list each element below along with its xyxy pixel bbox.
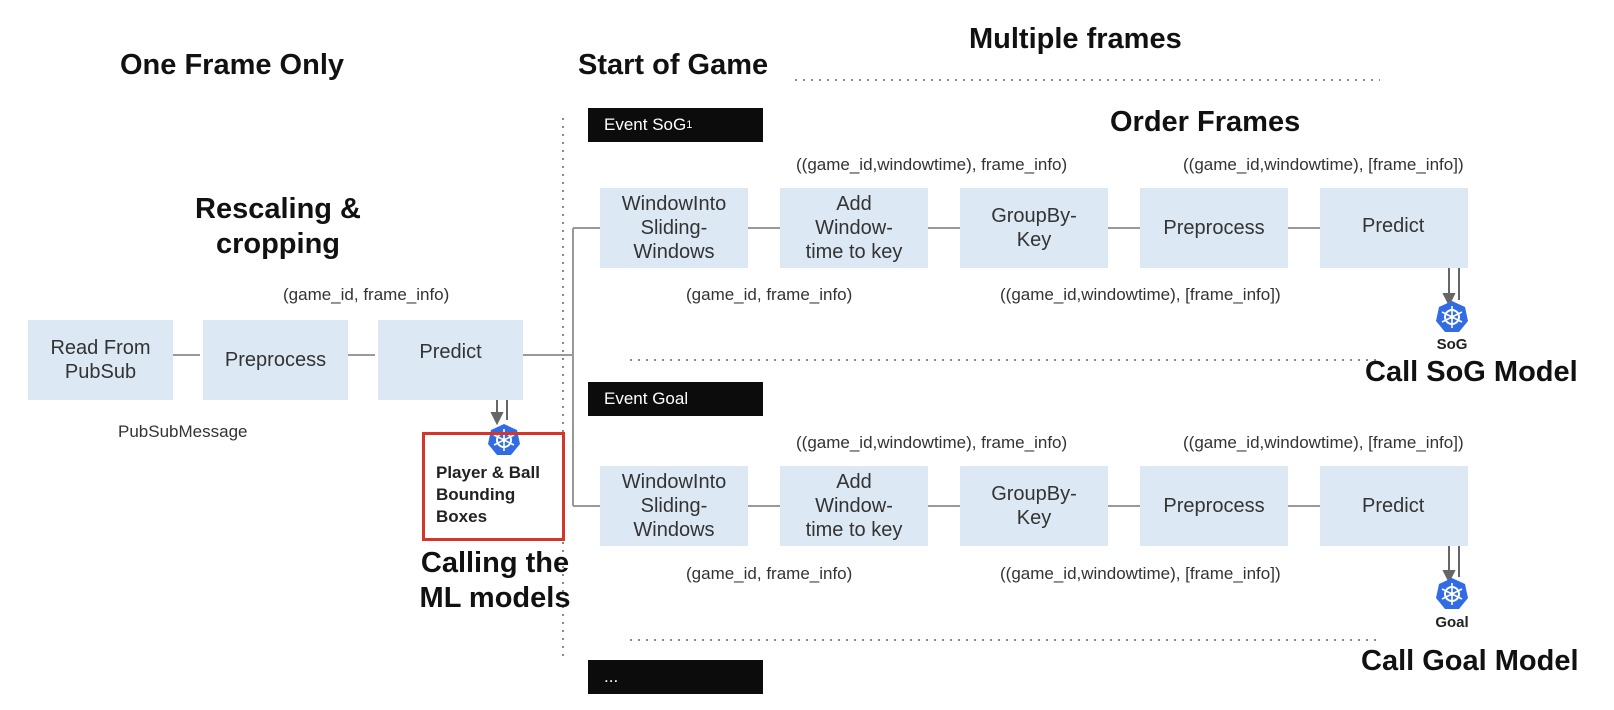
box-groupbykey-bottom: GroupBy- Key [960,466,1108,546]
box-add-windowtime-top: Add Window- time to key [780,188,928,268]
label-player-ball-bounding-boxes: Player & Ball Bounding Boxes [436,463,540,527]
heading-start-of-game: Start of Game [578,49,769,81]
label-top-below-1: (game_id, frame_info) [686,285,853,304]
label-top-below-2: ((game_id,windowtime), [frame_info]) [1000,285,1281,304]
label-pubsubmessage: PubSubMessage [118,422,248,441]
label-model-sog: SoG [1436,336,1468,353]
box-add-windowtime-bottom: Add Window- time to key [780,466,928,546]
label-bottom-above-2: ((game_id,windowtime), [frame_info]) [1183,433,1464,452]
box-preprocess-bottom: Preprocess [1140,466,1288,546]
box-predict-top: Predict [1320,188,1468,268]
box-preprocess-top: Preprocess [1140,188,1288,268]
heading-calling-ml-models: Calling the ML models [419,547,571,614]
heading-call-sog-model: Call SoG Model [1365,356,1578,388]
box-predict-bottom: Predict [1320,466,1468,546]
event-goal-banner: Event Goal [588,382,763,416]
event-more-banner: ... [588,660,763,694]
heading-multiple-frames: Multiple frames [969,23,1182,55]
label-top-above-1: ((game_id,windowtime), frame_info) [796,155,1068,174]
event-sog-footnote: 1 [686,119,693,131]
label-model-goal: Goal [1435,614,1469,631]
box-read-from-pubsub: Read From PubSub [28,320,173,400]
box-windowinto-top: WindowInto Sliding- Windows [600,188,748,268]
kubernetes-icon [1436,301,1468,332]
heading-order-frames: Order Frames [1110,106,1301,138]
box-preprocess-left: Preprocess [203,320,348,400]
box-groupbykey-top: GroupBy- Key [960,188,1108,268]
label-top-above-2: ((game_id,windowtime), [frame_info]) [1183,155,1464,174]
label-bottom-above-1: ((game_id,windowtime), frame_info) [796,433,1068,452]
kubernetes-icon [1436,578,1468,609]
heading-rescaling-cropping: Rescaling & cropping [195,193,361,260]
label-bottom-below-1: (game_id, frame_info) [686,564,853,583]
kubernetes-icon [488,424,520,455]
label-left-above: (game_id, frame_info) [283,285,450,304]
heading-one-frame-only: One Frame Only [120,49,345,81]
highlight-box-ml-model [422,432,565,541]
event-sog-label: Event SoG [604,115,687,134]
label-bottom-below-2: ((game_id,windowtime), [frame_info]) [1000,564,1281,583]
heading-call-goal-model: Call Goal Model [1361,645,1579,677]
box-windowinto-bottom: WindowInto Sliding- Windows [600,466,748,546]
box-predict-left: Predict [378,320,523,400]
